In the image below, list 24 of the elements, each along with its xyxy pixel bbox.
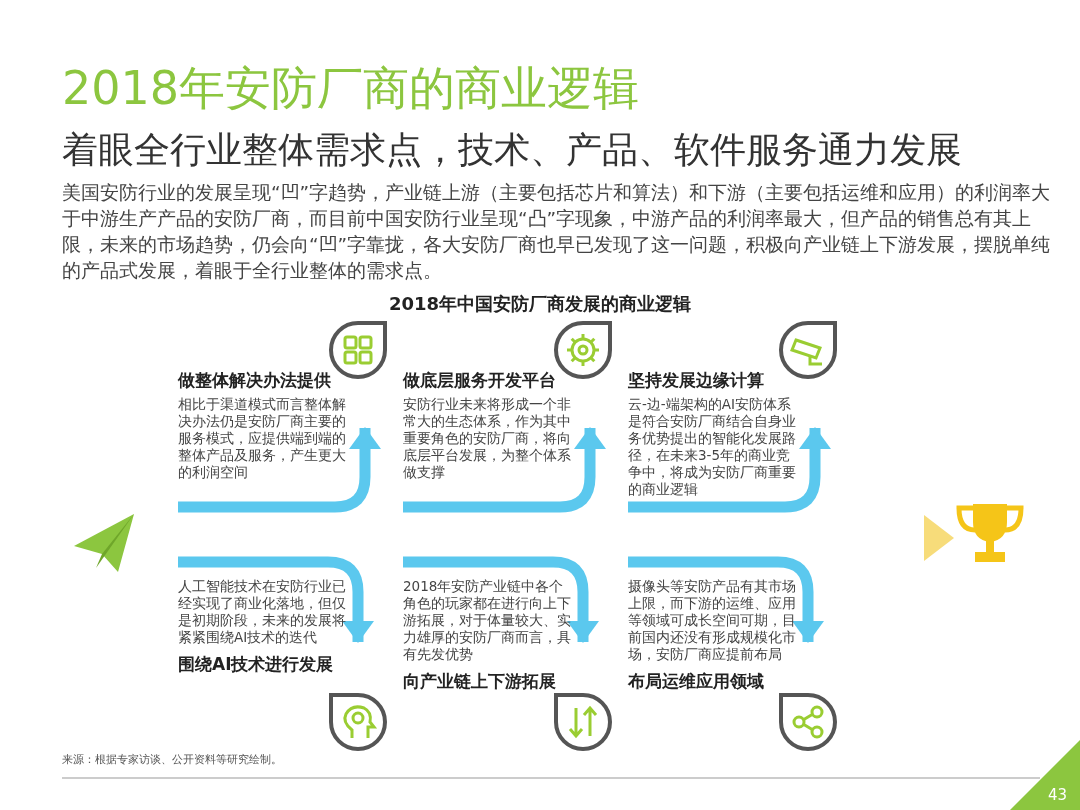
paragraph: 美国安防行业的发展呈现“凹”字趋势，产业链上游（主要包括芯片和算法）和下游（主要包括运维和应用）的利润率大于中游生产产品的安防厂商，而目前中国安防行业呈现“凸”字现象，中游产品的利润率最大，但产品的销售总有其上限，未来的市场趋势，仍会向“凹”字靠拢，各大安防厂商也早已发现了这一问题，积极向产业链上下游发展，摆脱单纯的产品式发展，着眼于全行业整体的需求点。	[62, 181, 1052, 283]
topic-heading: 坚持发展边缘计算	[628, 369, 765, 392]
curved-arrow	[403, 556, 599, 643]
topic-heading: 围绕AI技术进行发展	[178, 653, 335, 676]
topic-text: 摄像头等安防产品有其市场上限，而下游的运维、应用等领域可成长空间可期，目前国内还没有形成规模化市场，安防厂商应提前布局	[628, 578, 797, 663]
topic-heading: 向产业链上下游拓展	[403, 670, 557, 693]
subtitle: 着眼全行业整体需求点，技术、产品、软件服务通力发展	[62, 128, 962, 172]
topic-heading: 做整体解决办法提供	[178, 369, 332, 392]
title: 2018年安防厂商的商业逻辑	[62, 60, 640, 117]
topic-heading: 做底层服务开发平台	[403, 369, 557, 392]
page-number: 43	[1048, 786, 1068, 804]
curved-arrow	[178, 556, 374, 643]
curved-arrow	[403, 427, 606, 513]
curved-arrow	[628, 556, 824, 643]
topic-text: 云-边-端架构的AI安防体系是符合安防厂商结合自身业务优势提出的智能化发展路径，在未来3-5年的商业竞争中，将成为安防厂商重要的商业逻辑	[628, 396, 797, 498]
topic-heading: 布局运维应用领域	[628, 670, 765, 693]
topic-text: 安防行业未来将形成一个非常大的生态体系，作为其中重要角色的安防厂商，将向底层平台发展，为整个体系做支撑	[403, 396, 572, 481]
curved-arrow	[628, 427, 831, 513]
topic-text: 相比于渠道模式而言整体解决办法仍是安防厂商主要的服务模式，应提供端到端的整体产品及服务，产生更大的利润空间	[178, 396, 347, 481]
topic-text: 2018年安防产业链中各个角色的玩家都在进行向上下游拓展，对于体量较大、实力雄厚的安防厂商而言，具有先发优势	[403, 578, 572, 663]
source-note: 来源：根据专家访谈、公开资料等研究绘制。	[62, 752, 282, 767]
topic-text: 人工智能技术在安防行业已经实现了商业化落地，但仅是初期阶段，未来的发展将紧紧围绕AI技术的迭代	[178, 578, 347, 646]
chart-heading: 2018年中国安防厂商发展的商业逻辑	[387, 292, 693, 316]
curved-arrow	[178, 427, 381, 513]
